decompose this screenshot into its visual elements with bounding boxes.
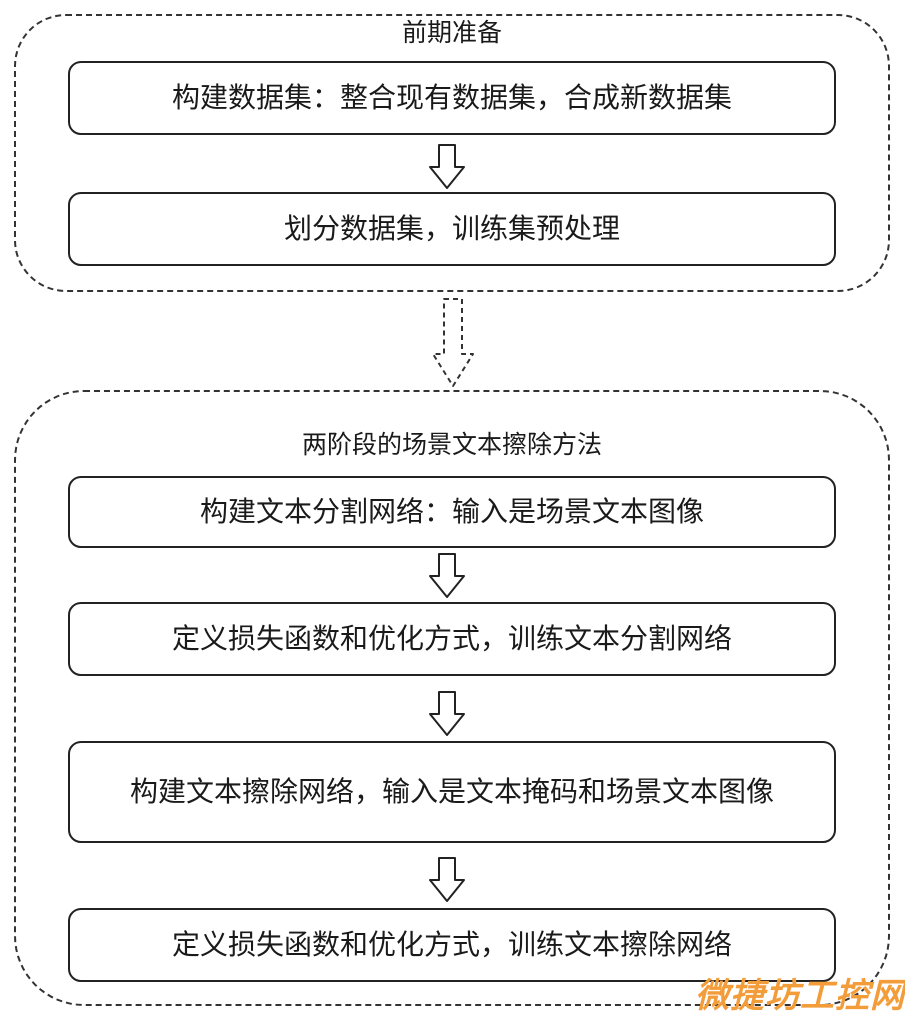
step-train-erasure-network: 定义损失函数和优化方式，训练文本擦除网络 [68, 908, 836, 982]
down-arrow-icon [429, 857, 465, 902]
dashed-down-arrow-icon [432, 298, 474, 387]
step-split-dataset: 划分数据集，训练集预处理 [68, 192, 836, 266]
preparation-group: 前期准备 [14, 14, 890, 292]
step-build-dataset: 构建数据集：整合现有数据集，合成新数据集 [68, 61, 836, 135]
step-build-erasure-network: 构建文本擦除网络，输入是文本掩码和场景文本图像 [68, 741, 836, 843]
step-train-segmentation-network: 定义损失函数和优化方式，训练文本分割网络 [68, 602, 836, 676]
down-arrow-icon [429, 144, 465, 189]
down-arrow-icon [429, 553, 465, 598]
preparation-title: 前期准备 [401, 18, 502, 47]
method-group: 两阶段的场景文本擦除方法 [14, 390, 890, 1006]
watermark-text: 微捷坊工控网 [695, 976, 905, 1016]
step-build-segmentation-network: 构建文本分割网络：输入是场景文本图像 [68, 476, 836, 548]
down-arrow-icon [429, 691, 465, 736]
method-title: 两阶段的场景文本擦除方法 [301, 430, 602, 459]
